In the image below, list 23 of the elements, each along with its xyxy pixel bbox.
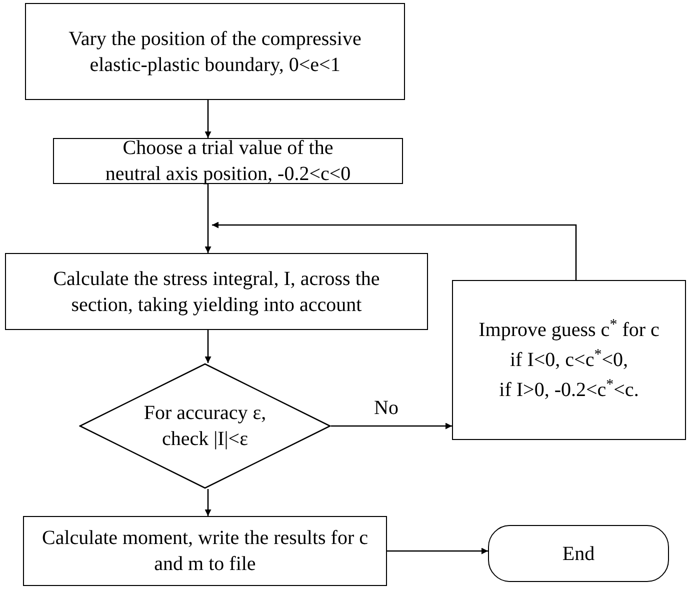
arrow xyxy=(204,489,212,516)
node-text: Choose a trial value of the neutral axis position, -0.2<c<0 xyxy=(104,136,352,187)
arrow xyxy=(204,184,212,253)
terminal-box xyxy=(488,525,669,582)
node-text: End xyxy=(562,542,595,566)
node-text: Vary the position of the compressive elastic-plastic boundary, 0<e<1 xyxy=(68,26,362,78)
arrow xyxy=(204,100,212,138)
process-box xyxy=(23,516,387,586)
node-text: Calculate the stress integral, I, across the section, taking yielding into account xyxy=(52,266,381,318)
arrow xyxy=(387,548,488,554)
process-box xyxy=(25,3,405,100)
node-text: Calculate moment, write the results for c and m to file xyxy=(40,526,369,577)
arrow xyxy=(331,422,452,430)
process-box xyxy=(53,138,403,184)
node-text: Improve guess c$^{*}$ for c xyxy=(478,317,660,343)
arrow xyxy=(204,330,212,363)
node-text: For accuracy ε, check |I|<ε xyxy=(143,401,267,452)
decision-diamond xyxy=(79,363,331,489)
process-box xyxy=(452,280,686,440)
process-box xyxy=(5,253,428,330)
arrow xyxy=(212,222,577,280)
node-text: if I>0, -0.2<c$^{*}$<c. xyxy=(499,377,639,403)
node-text: if I<0, c<c$^{*}$<0, xyxy=(510,347,628,373)
